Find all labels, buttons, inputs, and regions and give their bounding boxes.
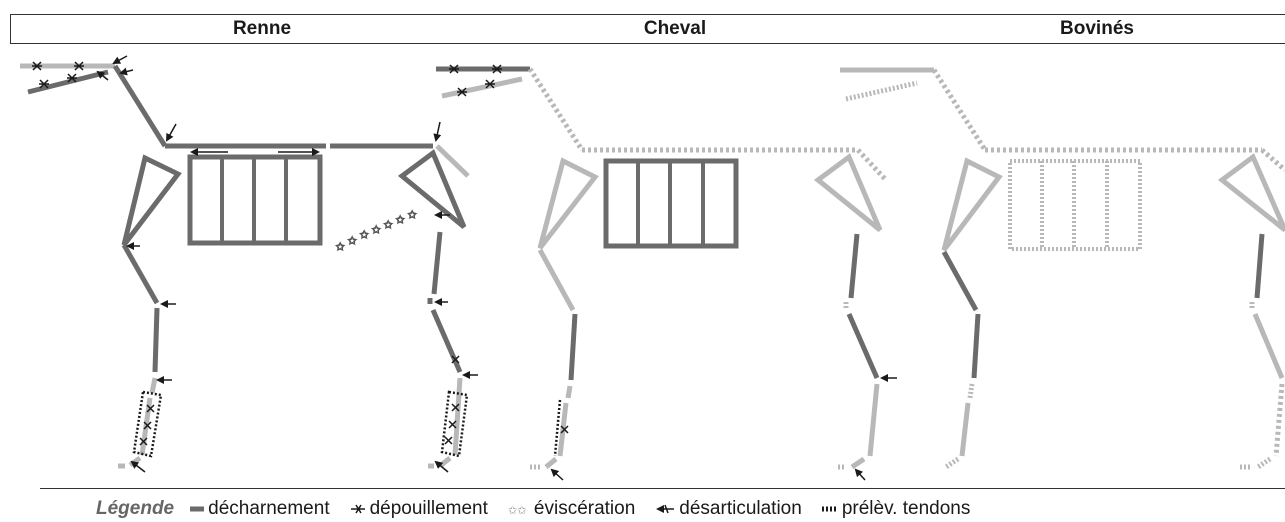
svg-text:✩: ✩ <box>336 242 345 253</box>
stars-icon: ✩✩ <box>508 505 526 515</box>
disarticulation-marks <box>96 55 478 473</box>
skeleton-cheval <box>436 64 897 481</box>
skeleton-renne: ✩✩✩ ✩✩✩✩ <box>20 55 478 473</box>
tail-bone <box>435 144 470 178</box>
pelvis <box>397 149 467 229</box>
legend: Légende décharnement dépouillement ✩✩ év… <box>96 497 990 521</box>
legend-item-desarticulation: désarticulation <box>655 498 802 520</box>
evisceration-marks: ✩✩✩ ✩✩✩✩ <box>336 210 418 254</box>
svg-text:✩: ✩ <box>408 210 417 221</box>
dotted-bar-icon <box>821 506 838 512</box>
legend-label-depouillement: dépouillement <box>369 498 488 519</box>
svg-text:✩: ✩ <box>396 215 405 226</box>
legend-item-decharnement: décharnement <box>190 498 330 520</box>
skeleton-bovines <box>840 67 1285 470</box>
header-band <box>10 14 1285 44</box>
legend-divider <box>40 488 1285 489</box>
humerus <box>121 243 160 305</box>
legend-label-evisceration: éviscération <box>533 498 636 519</box>
legend-item-depouillement: dépouillement <box>350 498 488 520</box>
tibia <box>430 309 463 373</box>
arrow-tick-icon <box>656 504 675 514</box>
svg-text:✩: ✩ <box>348 236 357 247</box>
legend-label-decharnement: décharnement <box>208 498 330 519</box>
column-title-renne: Renne <box>232 18 292 39</box>
column-title-cheval: Cheval <box>643 18 707 39</box>
legend-title: Légende <box>96 498 175 519</box>
neck-bone <box>112 64 168 148</box>
legend-label-desarticulation: désarticulation <box>679 498 802 519</box>
tendon-removal-front <box>132 390 163 458</box>
skinning-marks <box>32 61 460 446</box>
svg-text:✩✩: ✩✩ <box>508 505 526 515</box>
column-title-bovines: Bovinés <box>1060 18 1134 39</box>
legend-item-evisceration: ✩✩ éviscération <box>508 498 635 520</box>
tendon-removal-hind <box>440 390 469 458</box>
svg-text:✩: ✩ <box>360 230 369 241</box>
femur <box>431 231 443 295</box>
scapula <box>121 154 182 247</box>
svg-text:✩: ✩ <box>372 225 381 236</box>
butchery-diagram: ✩✩✩ ✩✩✩✩ <box>20 55 1285 481</box>
solid-bar-icon <box>190 506 205 512</box>
cross-arrow-icon <box>350 504 365 514</box>
legend-item-prelev-tendons: prélèv. tendons <box>821 498 971 520</box>
legend-label-prelev-tendons: prélèv. tendons <box>841 498 971 519</box>
radius <box>152 307 160 373</box>
svg-text:✩: ✩ <box>384 220 393 231</box>
